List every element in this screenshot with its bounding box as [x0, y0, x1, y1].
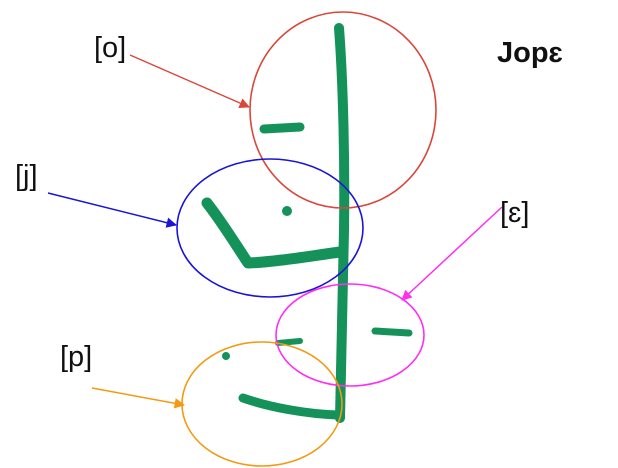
arrow-p: [91, 387, 186, 409]
annotation-e: [ɛ]: [275, 197, 529, 387]
glyph-dot-j: [282, 206, 292, 216]
annotation-o: [o]: [94, 11, 437, 209]
glyph-dash-e: [371, 327, 413, 337]
glyph-hook-j: [201, 197, 346, 269]
handwritten-glyph: [201, 23, 413, 423]
annotation-j: [j]: [15, 158, 364, 298]
glyph-dot-p: [222, 352, 230, 360]
annotation-p: [p]: [60, 341, 343, 467]
glyph-dash-p-top: [275, 338, 303, 346]
circle-j: [176, 158, 364, 298]
page-title: Jopɛ: [497, 37, 563, 69]
label-j: [j]: [15, 160, 38, 192]
glyph-vertical-stroke: [334, 23, 350, 423]
label-p: [p]: [60, 341, 92, 373]
arrow-e: [401, 206, 503, 301]
arrow-j: [47, 192, 178, 228]
glyph-stroke-p: [238, 393, 343, 420]
circle-e: [275, 283, 425, 387]
label-e: [ɛ]: [500, 197, 529, 229]
label-o: [o]: [94, 32, 126, 64]
arrow-o: [129, 54, 250, 109]
circle-o: [249, 11, 437, 209]
glyph-dash-o: [259, 122, 305, 134]
